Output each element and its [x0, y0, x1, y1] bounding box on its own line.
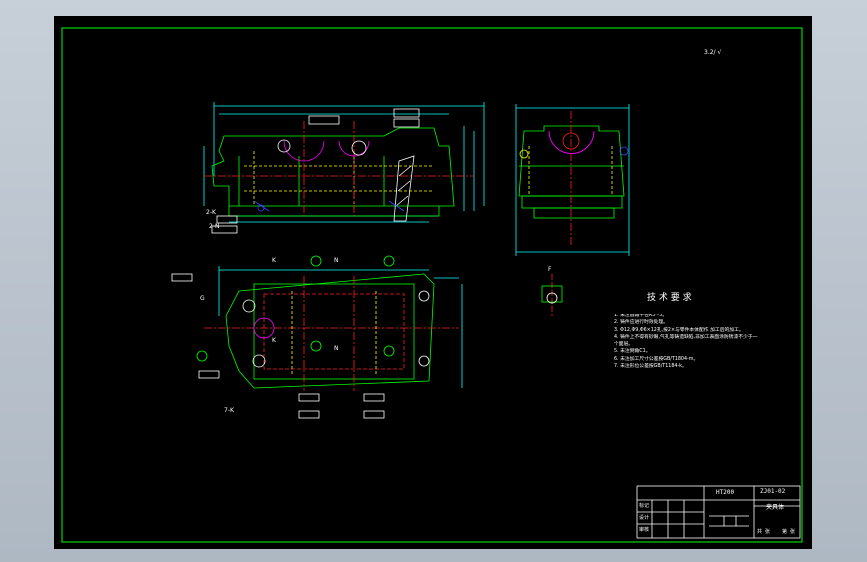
title-block-drawing-no: ZJ01-02 — [760, 488, 786, 495]
tech-requirements-list: 1. 未注圆角半径R3~5。 2. 铸件应进行时效处理。 3. Φ12,Φ9,Φ… — [614, 314, 804, 374]
front-view — [203, 102, 485, 234]
title-block-row-label: 设计 — [639, 515, 650, 521]
tech-requirement-item: 6. 未注加工尺寸公差按GB/T1804-m。 — [614, 356, 699, 362]
title-block-part-name: 夹具体 — [766, 504, 785, 511]
tech-requirement-item: 5. 未注倒角C1。 — [614, 349, 651, 355]
section-marker-k-top: K — [272, 257, 276, 264]
section-label-2n: 2-N — [209, 223, 220, 230]
title-block-row-label: 审核 — [639, 527, 650, 533]
tech-requirement-item: 1. 未注圆角半径R3~5。 — [614, 314, 668, 318]
title-block-material: HT200 — [716, 489, 735, 496]
title-block — [636, 485, 801, 539]
tech-requirement-item: 3. Φ12,Φ9,Φ6×12孔,按2×与零件本体配作 加工后的加工。 — [614, 327, 744, 333]
tech-requirements-title: 技 术 要 求 — [647, 293, 692, 303]
drawing-canvas — [61, 27, 803, 543]
section-label-2k: 2-K — [206, 209, 216, 216]
drawing-sheet[interactable]: 3.2/ √ 技 术 要 求 1. 未注圆角半径R3~5。 2. 铸件应进行时效… — [54, 16, 812, 549]
tech-requirement-item: 个面层。 — [614, 342, 634, 348]
title-block-row-label: 标记 — [639, 503, 650, 509]
side-view — [515, 104, 630, 256]
tech-requirement-item: 4. 铸件上不得有砂眼,气孔等铸造缺陷,非加工表面涂防锈漆不少于一 — [614, 334, 758, 340]
tech-requirement-item: 7. 未注形位公差按GB/T1184-k。 — [614, 364, 687, 370]
detail-label-f: F — [548, 266, 552, 273]
drawing-border — [61, 27, 803, 543]
title-block-sheet-no: 第 张 — [782, 529, 796, 535]
section-marker-g: G — [200, 295, 205, 302]
roughness-note: 3.2/ √ — [704, 49, 722, 56]
detail-f — [541, 274, 563, 316]
plan-view — [171, 255, 463, 419]
section-label-7k: 7-K — [224, 407, 234, 414]
section-marker-n-top: N — [334, 257, 339, 264]
section-marker-n-bottom: N — [334, 345, 339, 352]
title-block-sheet-count: 共 张 — [757, 529, 771, 535]
section-marker-k-bottom: K — [272, 337, 276, 344]
tech-requirement-item: 2. 铸件应进行时效处理。 — [614, 320, 669, 326]
